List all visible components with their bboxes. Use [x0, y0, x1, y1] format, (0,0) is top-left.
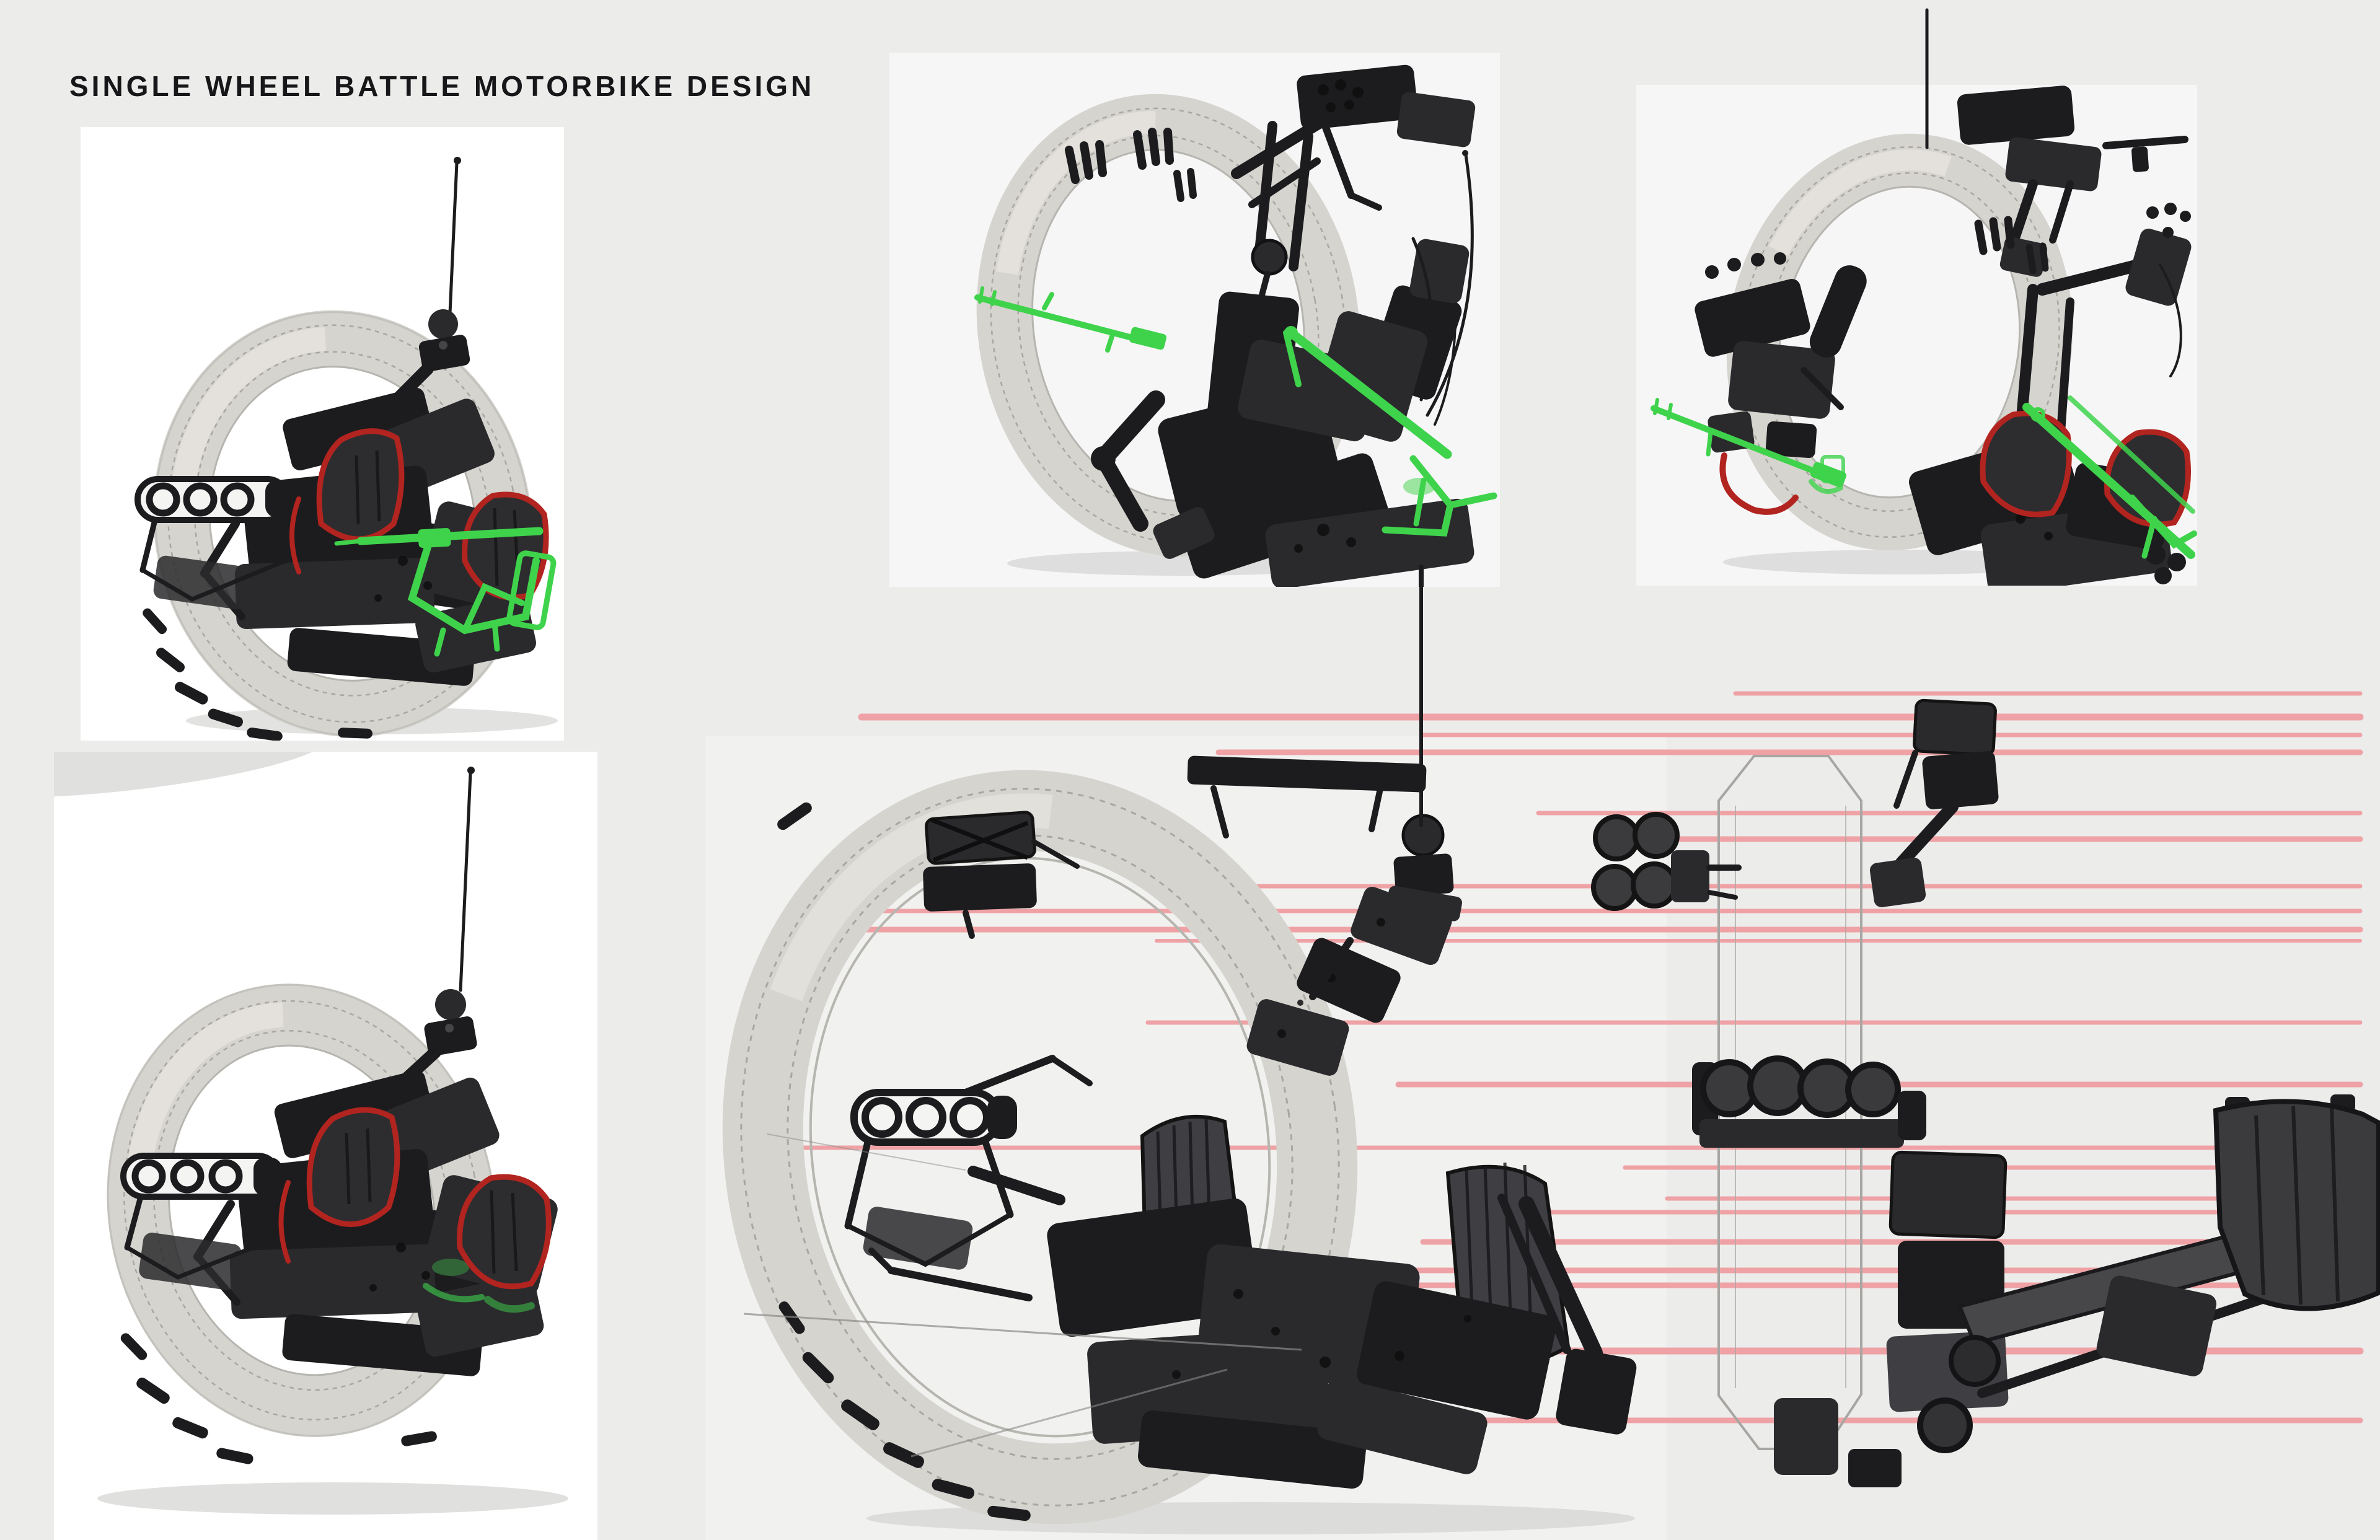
page-title: SINGLE WHEEL BATTLE MOTORBIKE DESIGN: [69, 70, 815, 102]
